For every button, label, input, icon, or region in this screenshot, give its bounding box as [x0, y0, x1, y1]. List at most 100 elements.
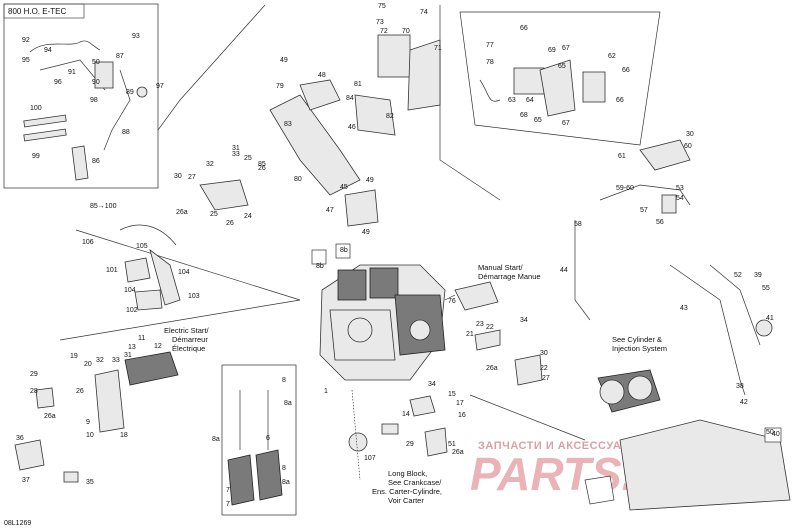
callout-number: 27 — [188, 174, 196, 181]
wire-part — [479, 79, 501, 102]
callout-number: 22 — [486, 324, 494, 331]
callout-number: 26 — [226, 220, 234, 227]
callout-number: 105 — [136, 243, 148, 250]
callout-number: 94 — [44, 47, 52, 54]
callout-number: 83 — [284, 121, 292, 128]
note-long-block: Long Block, See Crankcase/ Ens. Carter-C… — [372, 469, 442, 505]
callout-number: 93 — [132, 33, 140, 40]
svg-text:Injection System: Injection System — [612, 344, 667, 353]
svg-text:See Crankcase/: See Crankcase/ — [388, 478, 442, 487]
callout-number: 26a — [44, 413, 56, 420]
callout-number: 103 — [188, 293, 200, 300]
callout-number: 16 — [458, 412, 466, 419]
divider-line — [469, 394, 586, 441]
divider-line — [157, 4, 266, 131]
inset-box-bottom — [221, 364, 297, 516]
callout-number: 100 — [30, 105, 42, 112]
callout-number: 81 — [354, 81, 362, 88]
recoil-starter — [454, 281, 499, 311]
callout-number: 68 — [520, 112, 528, 119]
engine-block — [319, 264, 446, 381]
callout-number: 9 — [86, 419, 90, 426]
svg-text:Démarrage Manue: Démarrage Manue — [478, 272, 541, 281]
callout-number: 47 — [326, 207, 334, 214]
ignition-coil — [255, 449, 283, 501]
sensor-bracket — [344, 189, 379, 227]
bracket-part — [94, 61, 114, 89]
callout-number: 65 — [534, 117, 542, 124]
callout-number: 37 — [22, 477, 30, 484]
boot-part — [199, 179, 249, 211]
callout-number: 78 — [486, 59, 494, 66]
callout-number: 62 — [608, 53, 616, 60]
callout-number: 18 — [120, 432, 128, 439]
callout-number: 90 — [92, 79, 100, 86]
callout-number: 34 — [520, 317, 528, 324]
callout-number: 46 — [348, 124, 356, 131]
callout-number: 97 — [156, 83, 164, 90]
diagram-title: 800 H.O. E-TEC — [8, 7, 66, 16]
exhaust-pipe — [669, 264, 746, 396]
bracket-part — [149, 248, 181, 306]
callout-number: 57 — [640, 207, 648, 214]
callout-number: 23 — [476, 321, 484, 328]
callout-number: 32 — [206, 161, 214, 168]
engine-bracket — [269, 94, 361, 196]
clip-part — [661, 194, 677, 214]
regulator-part — [513, 67, 545, 95]
callout-number: 79 — [276, 83, 284, 90]
svg-text:See Cylinder &: See Cylinder & — [612, 335, 662, 344]
callout-numbers: 9293948795919650908997100889899867574737… — [16, 3, 780, 508]
clamp-part — [35, 387, 55, 409]
callout-number: 25 — [210, 211, 218, 218]
callout-number: 50 — [92, 59, 100, 66]
callout-number: 99 — [32, 153, 40, 160]
callout-number: 30 — [540, 350, 548, 357]
callout-number: 60 — [684, 143, 692, 150]
callout-number: 104 — [178, 269, 190, 276]
callout-number: 30 — [686, 131, 694, 138]
callout-number: 67 — [562, 120, 570, 127]
callout-number: 61 — [618, 153, 626, 160]
callout-number: 49 — [362, 229, 370, 236]
callout-number: 15 — [448, 391, 456, 398]
strip-part — [23, 114, 67, 128]
svg-text:Démarreur: Démarreur — [172, 335, 208, 344]
callout-number: 8b — [316, 263, 324, 270]
inset-box-top-right — [459, 11, 661, 146]
mount-plate — [299, 79, 341, 111]
oil-line — [574, 220, 591, 321]
callout-number: 17 — [456, 400, 464, 407]
callout-number: 72 — [380, 28, 388, 35]
callout-number: 88 — [122, 129, 130, 136]
callout-number: 67 — [562, 45, 570, 52]
divider-line — [439, 5, 501, 201]
callout-number: 102 — [126, 307, 138, 314]
callout-number: 12 — [154, 343, 162, 350]
callout-number: 66 — [520, 25, 528, 32]
callout-number: 33 — [112, 357, 120, 364]
callout-number: 59-60 — [616, 185, 634, 192]
callout-number: 26a — [176, 209, 188, 216]
note-electric-start: Electric Start/ Démarreur Électrique — [164, 326, 210, 353]
callout-number: 48 — [318, 72, 326, 79]
callout-number: 7 — [226, 501, 230, 508]
callout-number: 74 — [420, 9, 428, 16]
callout-number: 19 — [70, 353, 78, 360]
callout-number: 107 — [364, 455, 376, 462]
callout-number: 91 — [68, 69, 76, 76]
callout-number: 8a — [212, 436, 220, 443]
callout-number: 75 — [378, 3, 386, 10]
callout-number: 54 — [676, 195, 684, 202]
callout-number: 29 — [30, 371, 38, 378]
callout-number: 64 — [526, 97, 534, 104]
callout-number: 33 — [232, 151, 240, 158]
callout-number: 101 — [106, 267, 118, 274]
callout-number: 10 — [86, 432, 94, 439]
callout-number: 58 — [574, 221, 582, 228]
callout-number: 86 — [92, 158, 100, 165]
callout-number: 11 — [138, 335, 145, 342]
callout-number: 92 — [22, 37, 30, 44]
callout-number: 38 — [736, 383, 744, 390]
